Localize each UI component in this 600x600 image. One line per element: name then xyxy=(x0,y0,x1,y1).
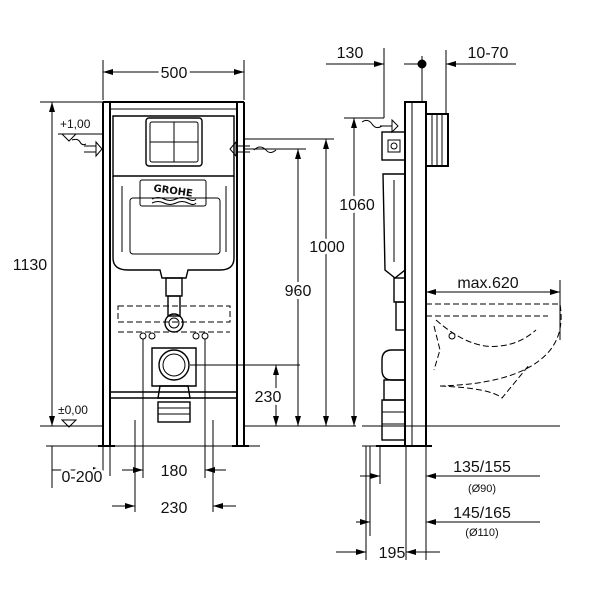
level-zero: ±0,00 xyxy=(58,403,103,428)
dim-230-label: 230 xyxy=(255,389,282,406)
dim-d3: 195 xyxy=(336,545,440,562)
drain-elbow xyxy=(151,347,197,423)
dim-130-label: 130 xyxy=(337,45,364,62)
dim-d2-label: 145/165 xyxy=(453,505,511,522)
flush-pipe xyxy=(164,277,184,333)
dim-d1-label: 135/155 xyxy=(453,459,511,476)
dim-max-projection: max.620 xyxy=(426,275,561,340)
dim-adjust-label: 10-70 xyxy=(468,45,509,62)
dim-d1-pipe-label: (Ø90) xyxy=(468,483,496,495)
frame xyxy=(98,101,249,447)
flush-module xyxy=(425,113,449,167)
dim-max-label: max.620 xyxy=(457,275,518,292)
dim-width-label: 500 xyxy=(161,65,188,82)
cistern: GROHE xyxy=(112,115,235,279)
side-view: 130 10-70 max.620 xyxy=(326,45,562,562)
dim-180-label: 180 xyxy=(161,463,188,480)
frame-profile xyxy=(376,101,432,447)
dim-d2: 145/165 (Ø110) xyxy=(356,505,540,539)
dim-height-1060: 1060 xyxy=(336,117,384,426)
water-supply-left xyxy=(71,138,103,158)
dim-height-960: 960 xyxy=(244,148,314,426)
dim-height-1000: 1000 xyxy=(244,138,348,426)
dim-width-500: 500 xyxy=(102,60,245,100)
level-zero-label: ±0,00 xyxy=(58,403,88,417)
level-top-label: +1,00 xyxy=(60,117,91,131)
dim-1060-label: 1060 xyxy=(339,197,375,214)
dim-depth-130: 130 xyxy=(326,45,385,118)
dim-d1: 135/155 (Ø90) xyxy=(360,459,540,495)
dim-960-label: 960 xyxy=(285,283,312,300)
dim-d2-pipe-label: (Ø110) xyxy=(465,527,498,539)
dim-adjust: 10-70 xyxy=(404,45,516,114)
dim-offset: 0-200 xyxy=(51,446,111,489)
dim-spacing-230: 230 xyxy=(112,420,236,517)
dim-height-label: 1130 xyxy=(13,257,48,274)
brand-label: GROHE xyxy=(153,183,194,199)
bowl-outline xyxy=(117,305,231,333)
dim-230-width-label: 230 xyxy=(161,500,188,517)
water-supply-right xyxy=(229,140,277,158)
dim-d3-label: 195 xyxy=(379,545,406,562)
dim-offset-label: 0-200 xyxy=(62,469,103,486)
toilet-bowl xyxy=(426,303,562,399)
front-view: GROHE xyxy=(10,60,384,517)
side-water-supply xyxy=(361,118,399,134)
dim-height-230: 230 xyxy=(190,364,300,426)
dim-height-1130: 1130 xyxy=(10,101,103,427)
dim-spacing-180: 180 xyxy=(122,360,226,480)
flush-plate xyxy=(145,117,203,167)
dim-1000-label: 1000 xyxy=(309,239,345,256)
level-top: +1,00 xyxy=(58,117,103,142)
mounting-bolts xyxy=(139,332,209,360)
